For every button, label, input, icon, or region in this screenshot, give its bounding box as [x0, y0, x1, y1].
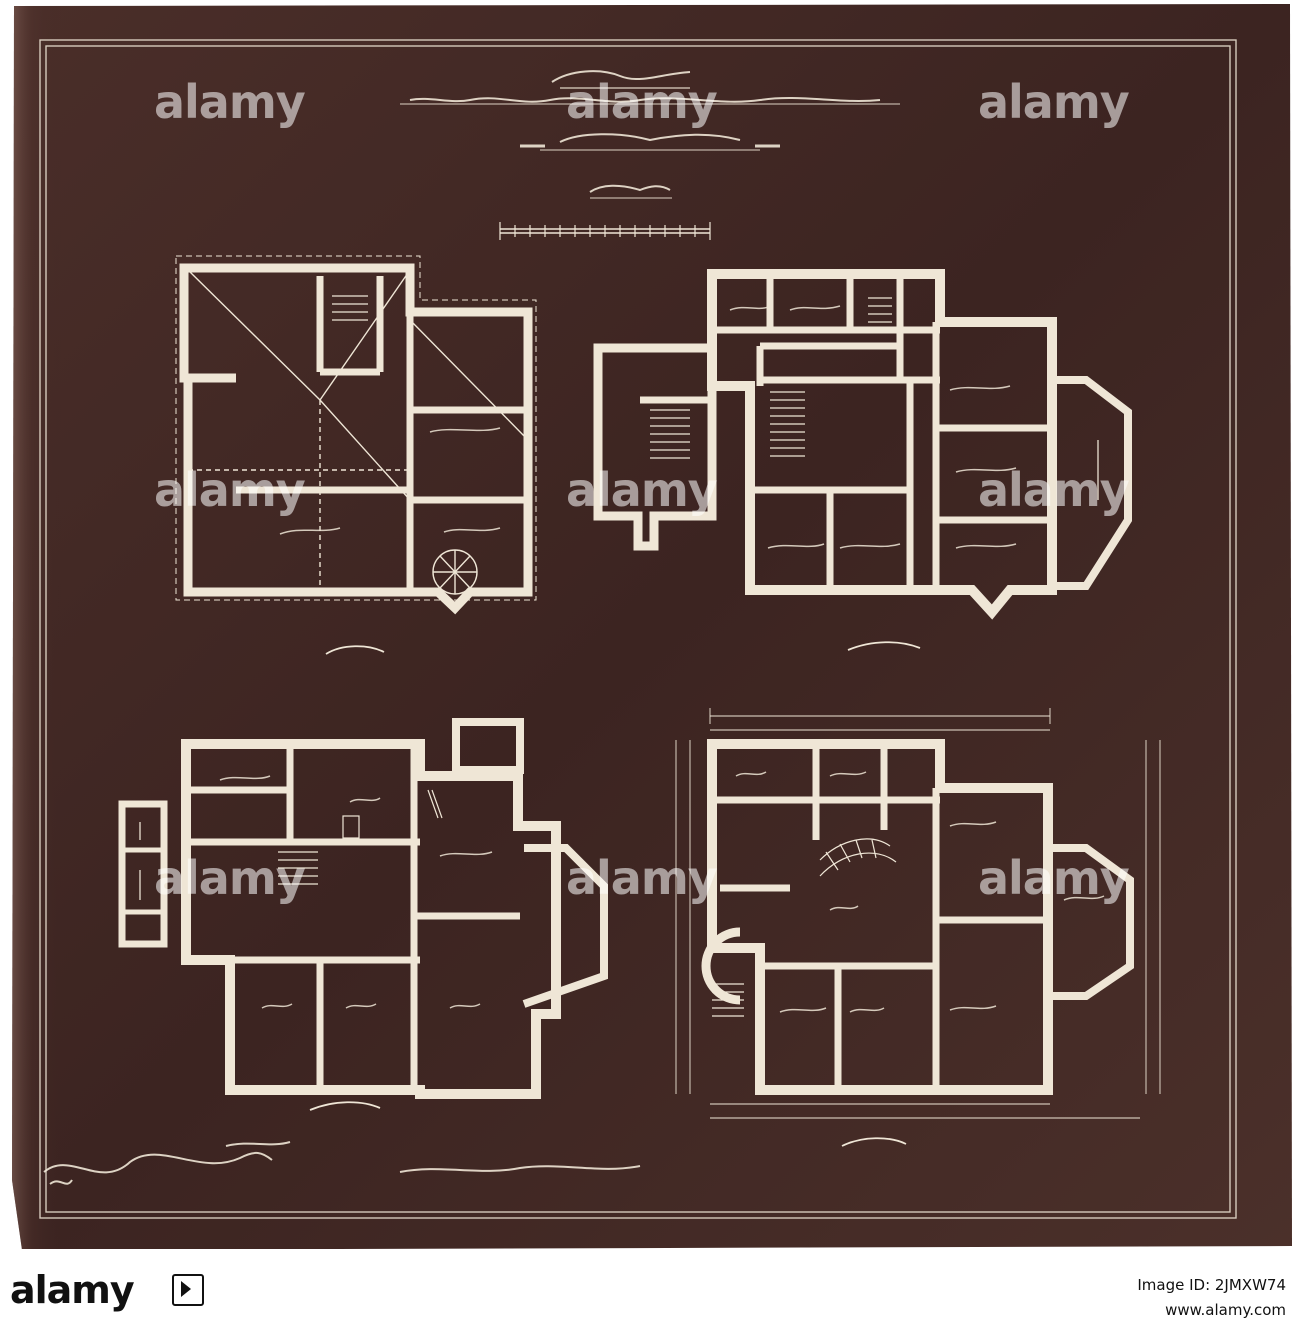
- play-icon: [172, 1274, 204, 1306]
- image-id: Image ID: 2JMXW74: [1137, 1276, 1286, 1294]
- image-meta: Image ID: 2JMXW74 www.alamy.com: [766, 1270, 1286, 1320]
- plan-upper-floor: [593, 269, 1132, 620]
- stock-footer: [0, 1249, 1300, 1342]
- attic-room-labels: [279, 427, 501, 535]
- watermark: alamy: [566, 463, 718, 517]
- plan-ground-floor: [675, 708, 1161, 1119]
- watermark: alamy: [566, 75, 718, 129]
- signature: [43, 1141, 641, 1185]
- upper-room-labels: [729, 305, 1099, 549]
- site-link[interactable]: www.alamy.com: [1165, 1301, 1286, 1319]
- watermark: alamy: [978, 851, 1130, 905]
- paper-sheet: [12, 4, 1292, 1250]
- basement-room-labels: [139, 775, 493, 1009]
- watermark: alamy: [978, 75, 1130, 129]
- plan-basement-floor: [118, 718, 608, 1099]
- brand-logo: alamy: [10, 1268, 206, 1324]
- watermark: alamy: [154, 851, 306, 905]
- title-block: [400, 70, 900, 199]
- paper-stain: [12, 6, 260, 1250]
- ground-room-labels: [735, 771, 1105, 1013]
- attic-caption: [325, 645, 385, 655]
- ground-caption: [841, 1137, 907, 1147]
- scale-bar: [499, 222, 711, 240]
- sheet-border: [39, 39, 1237, 1219]
- watermark: alamy: [566, 851, 718, 905]
- watermark: alamy: [978, 463, 1130, 517]
- basement-caption: [309, 1101, 381, 1111]
- watermark: alamy: [154, 463, 306, 517]
- upper-caption: [847, 641, 921, 651]
- watermark-grid: alamy alamy alamy alamy alamy alamy alam…: [154, 75, 1131, 905]
- watermark: alamy: [154, 75, 306, 129]
- plan-attic-floor: [175, 255, 537, 615]
- brand-name: alamy: [10, 1268, 135, 1312]
